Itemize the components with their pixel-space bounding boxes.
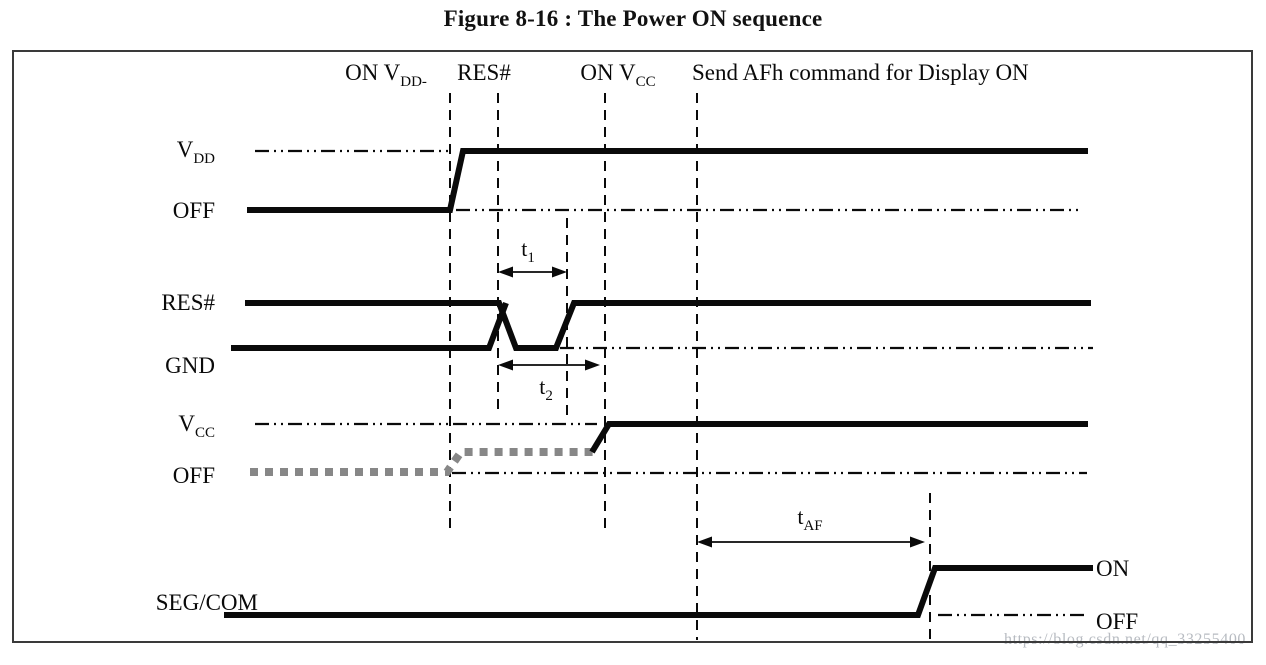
- arrow-t2-head-right: [585, 359, 600, 371]
- figure-border: [12, 50, 1253, 643]
- label-segcom-off: OFF: [1096, 609, 1138, 634]
- label-vcc: VCC: [178, 411, 215, 441]
- label-on-vcc: ON VCC: [580, 60, 655, 90]
- label-vcc-off: OFF: [173, 463, 215, 488]
- label-send-afh: Send AFh command for Display ON: [692, 60, 1029, 85]
- label-segcom-on: ON: [1096, 556, 1130, 581]
- arrow-t2: [498, 359, 600, 371]
- arrow-t1-head-left: [498, 266, 513, 278]
- trace-vcc: [589, 421, 1088, 454]
- label-t2: t2: [539, 374, 553, 404]
- vcc-soft-ramp: [250, 448, 596, 476]
- label-segcom: SEG/COM: [156, 590, 258, 615]
- arrow-taf: [697, 536, 925, 548]
- label-vdd-off: OFF: [173, 198, 215, 223]
- figure-title: Figure 8-16 : The Power ON sequence: [443, 6, 823, 31]
- arrow-taf-head-left: [697, 536, 712, 548]
- arrow-t1: [498, 266, 567, 278]
- arrow-taf-head-right: [910, 536, 925, 548]
- label-taf: tAF: [797, 504, 822, 534]
- watermark-url: https://blog.csdn.net/qq_33255400: [1004, 631, 1247, 648]
- label-gnd: GND: [165, 353, 215, 378]
- arrow-t1-head-right: [552, 266, 567, 278]
- label-res: RES#: [161, 290, 215, 315]
- trace-segcom: [224, 565, 1093, 618]
- label-t1: t1: [521, 236, 535, 266]
- label-res-line: RES#: [457, 60, 511, 85]
- label-vdd: VDD: [177, 137, 215, 167]
- trace-gnd: [231, 301, 509, 351]
- arrow-t2-head-left: [498, 359, 513, 371]
- trace-vdd: [247, 148, 1088, 213]
- label-on-vdd: ON VDD-: [345, 60, 427, 90]
- trace-res: [245, 300, 1091, 351]
